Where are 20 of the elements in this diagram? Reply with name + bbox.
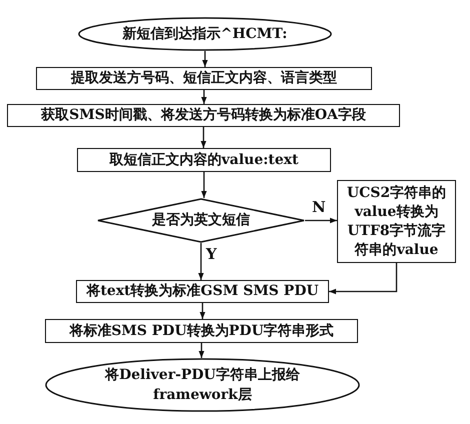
arrow	[305, 218, 337, 224]
arrow	[198, 243, 204, 280]
process-box: UCS2字符串的value转换为UTF8字节流字符串的value	[337, 180, 456, 263]
process-box: 取短信正文内容的value:text	[77, 148, 331, 172]
edge-label: N	[311, 198, 327, 214]
process-box: 获取SMS时间戳、将发送方号码转换为标准OA字段	[7, 104, 400, 127]
process-box: 将标准SMS PDU转换为PDU字符串形式	[45, 319, 358, 343]
process-box: 将text转换为标准GSM SMS PDU	[76, 280, 329, 303]
node-text: 将Deliver-PDU字符串上报给framework层	[104, 366, 301, 405]
arrow	[198, 343, 204, 358]
arrow	[329, 263, 398, 294]
arrow	[200, 127, 206, 148]
arrow	[201, 172, 207, 198]
process-box: 提取发送方号码、短信正文内容、语言类型	[36, 67, 372, 90]
arrow	[201, 90, 207, 104]
node-text: 新短信到达指示^HCMT:	[122, 26, 288, 42]
node-text: 是否为英文短信	[152, 212, 250, 229]
edge-label: Y	[205, 246, 218, 262]
arrow	[202, 51, 208, 67]
arrow	[200, 303, 206, 319]
